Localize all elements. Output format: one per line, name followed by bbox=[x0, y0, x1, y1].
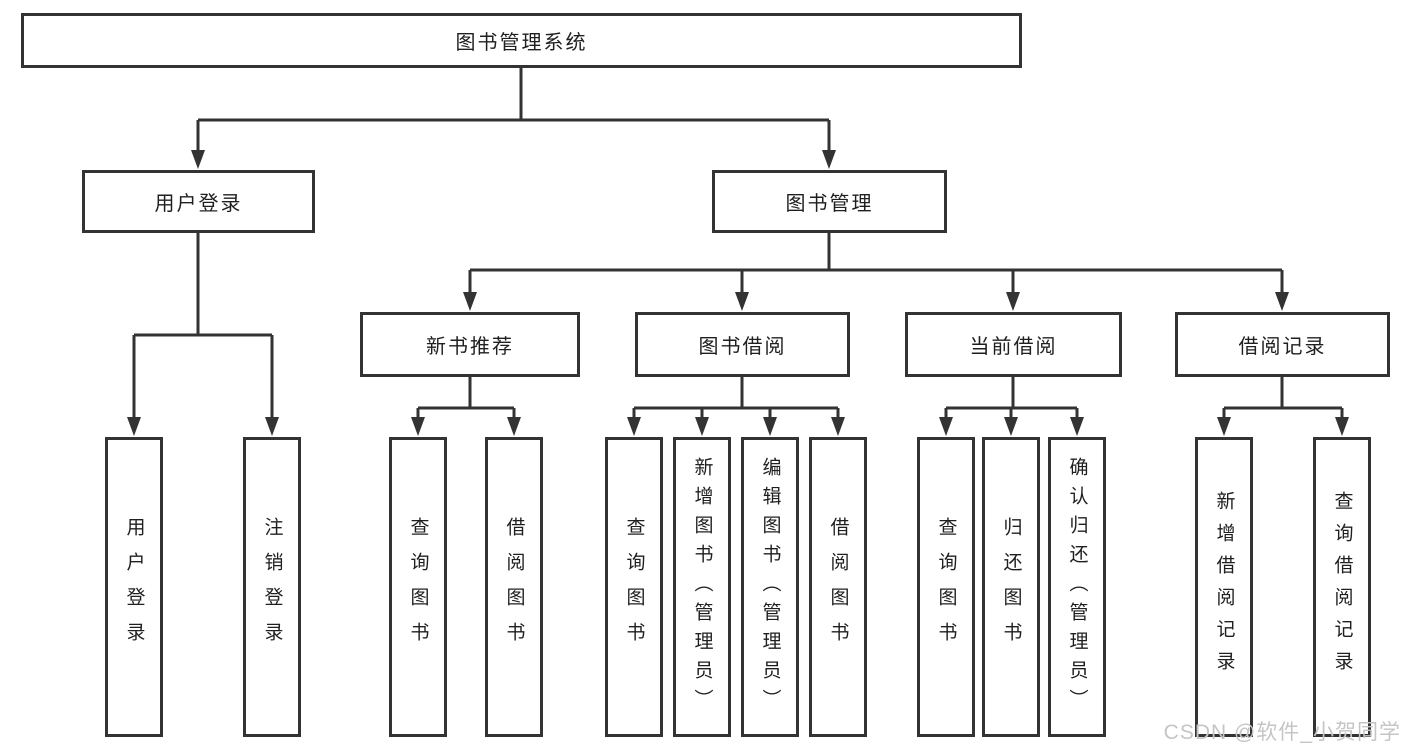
leaf-edit-book-admin: 编辑图书（管理员） bbox=[741, 437, 799, 737]
arrowhead-down-icon bbox=[735, 292, 749, 311]
arrowhead-down-icon bbox=[191, 150, 205, 169]
leaf-confirm-return-admin: 确认归还（管理员） bbox=[1048, 437, 1106, 737]
arrowhead-down-icon bbox=[1070, 417, 1084, 436]
node-label: 图书管理系统 bbox=[455, 32, 588, 54]
leaf-label: 用户登录 bbox=[123, 517, 145, 657]
leaf-label: 归还图书 bbox=[1000, 517, 1022, 657]
node-label: 借阅记录 bbox=[1238, 336, 1327, 358]
arrowhead-down-icon bbox=[695, 417, 709, 436]
node-label: 当前借阅 bbox=[969, 336, 1058, 358]
leaf-label: 借阅图书 bbox=[503, 517, 525, 657]
node-label: 新书推荐 bbox=[426, 336, 514, 358]
arrowhead-down-icon bbox=[831, 417, 845, 436]
leaf-add-borrow-record: 新增借阅记录 bbox=[1195, 437, 1253, 737]
arrowhead-down-icon bbox=[411, 417, 425, 436]
leaf-query-books-current: 查询图书 bbox=[917, 437, 975, 737]
leaf-label: 新增借阅记录 bbox=[1213, 491, 1235, 683]
leaf-borrow-books-borrowing: 借阅图书 bbox=[809, 437, 867, 737]
leaf-borrow-books-recommend: 借阅图书 bbox=[485, 437, 543, 737]
leaf-query-books-borrowing: 查询图书 bbox=[605, 437, 663, 737]
leaf-user-login: 用户登录 bbox=[105, 437, 163, 737]
node-borrowing-records: 借阅记录 bbox=[1175, 312, 1390, 377]
node-label: 用户登录 bbox=[154, 193, 243, 215]
arrowhead-down-icon bbox=[763, 417, 777, 436]
leaf-add-book-admin: 新增图书（管理员） bbox=[673, 437, 731, 737]
arrowhead-down-icon bbox=[127, 417, 141, 436]
leaf-label: 查询图书 bbox=[407, 517, 429, 657]
leaf-label: 编辑图书（管理员） bbox=[759, 456, 781, 718]
leaf-query-borrow-record: 查询借阅记录 bbox=[1313, 437, 1371, 737]
leaf-query-books-recommend: 查询图书 bbox=[389, 437, 447, 737]
node-user-login: 用户登录 bbox=[82, 170, 315, 233]
arrowhead-down-icon bbox=[939, 417, 953, 436]
csdn-watermark: CSDN @软件_小贺同学 bbox=[1163, 721, 1401, 744]
arrowhead-down-icon bbox=[627, 417, 641, 436]
node-current-borrowing: 当前借阅 bbox=[905, 312, 1122, 377]
leaf-label: 借阅图书 bbox=[827, 517, 849, 657]
node-book-management: 图书管理 bbox=[712, 170, 947, 233]
leaf-label: 注销登录 bbox=[261, 517, 283, 657]
leaf-label: 查询图书 bbox=[623, 517, 645, 657]
node-label: 图书管理 bbox=[785, 193, 874, 215]
arrowhead-down-icon bbox=[463, 292, 477, 311]
arrowhead-down-icon bbox=[1217, 417, 1231, 436]
arrowhead-down-icon bbox=[1006, 292, 1020, 311]
leaf-return-book: 归还图书 bbox=[982, 437, 1040, 737]
leaf-label: 查询图书 bbox=[935, 517, 957, 657]
arrowhead-down-icon bbox=[507, 417, 521, 436]
node-new-book-recommendation: 新书推荐 bbox=[360, 312, 580, 377]
node-library-management-system: 图书管理系统 bbox=[21, 13, 1022, 68]
arrowhead-down-icon bbox=[1335, 417, 1349, 436]
leaf-label: 查询借阅记录 bbox=[1331, 491, 1353, 683]
arrowhead-down-icon bbox=[1275, 292, 1289, 311]
leaf-logout: 注销登录 bbox=[243, 437, 301, 737]
leaf-label: 确认归还（管理员） bbox=[1066, 456, 1088, 718]
node-book-borrowing: 图书借阅 bbox=[635, 312, 850, 377]
leaf-label: 新增图书（管理员） bbox=[691, 456, 713, 718]
arrowhead-down-icon bbox=[265, 417, 279, 436]
node-label: 图书借阅 bbox=[698, 336, 787, 358]
arrowhead-down-icon bbox=[1004, 417, 1018, 436]
arrowhead-down-icon bbox=[822, 150, 836, 169]
